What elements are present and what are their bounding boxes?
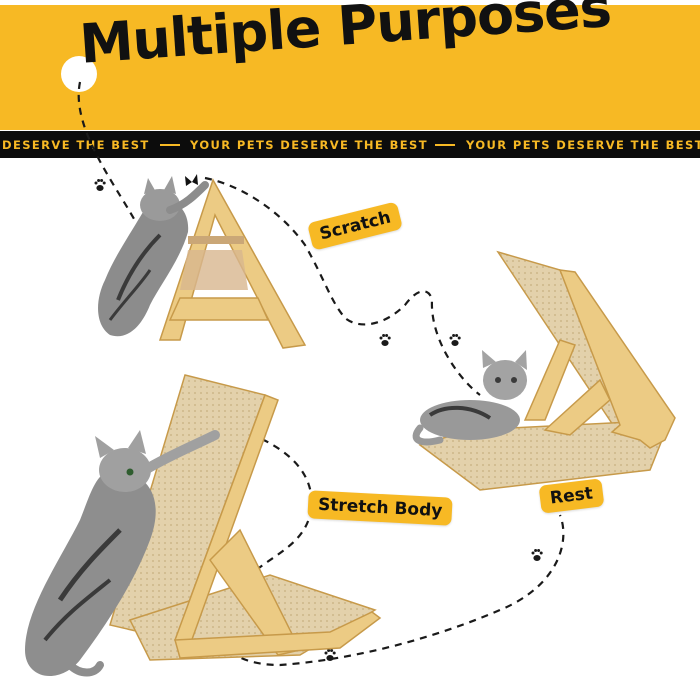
ticker-text-1: DESERVE THE BEST <box>2 138 150 152</box>
ramp-scratcher-stretch <box>109 374 382 661</box>
cat-stretching <box>25 430 220 677</box>
paw-icon <box>94 179 106 191</box>
ticker-strip: DESERVE THE BEST YOUR PETS DESERVE THE B… <box>0 131 700 158</box>
ramp-scratcher-rest <box>418 250 676 491</box>
ticker-dash <box>160 144 180 146</box>
ticker-text-2: YOUR PETS DESERVE THE BEST <box>190 138 428 152</box>
cat-scratching <box>98 176 209 337</box>
paw-icon <box>379 334 391 346</box>
title-banner <box>0 5 700 130</box>
paw-icon <box>531 549 543 561</box>
a-frame-scratcher <box>158 178 307 349</box>
paw-icon <box>449 334 461 346</box>
ticker-dash <box>435 144 455 146</box>
ticker-text-3: YOUR PETS DESERVE THE BEST <box>466 138 700 152</box>
butterfly-icon <box>185 174 198 186</box>
cat-resting <box>412 350 527 446</box>
